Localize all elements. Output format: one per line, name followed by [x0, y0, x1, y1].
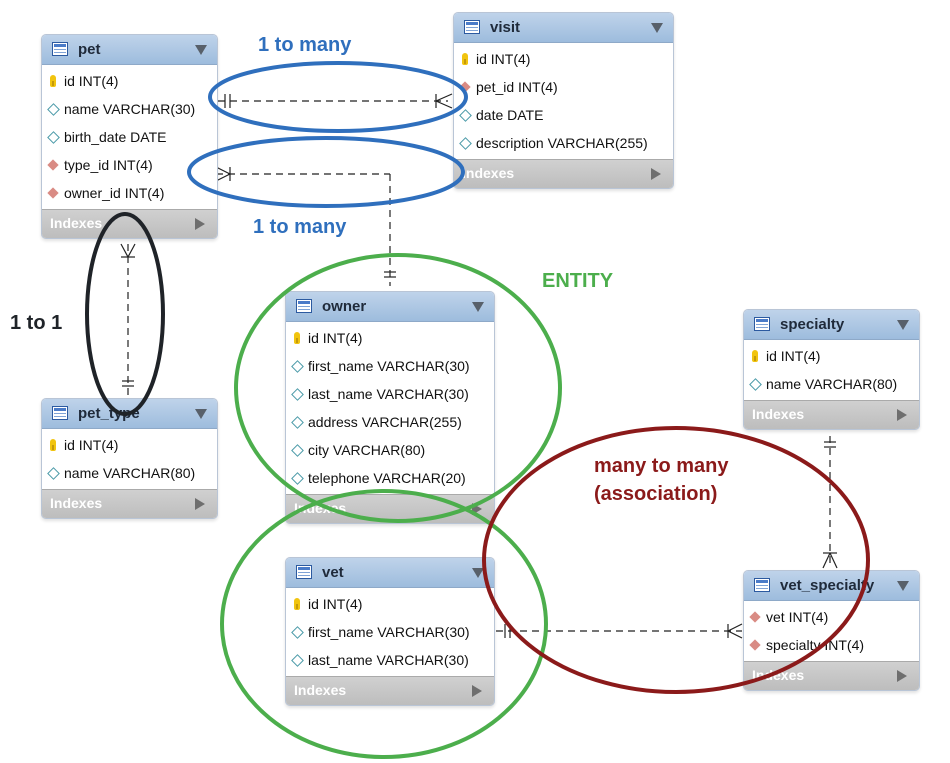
column-row[interactable]: telephone VARCHAR(20): [286, 464, 494, 492]
primary-key-icon: [50, 75, 56, 87]
table-name: pet: [78, 41, 101, 58]
column-row[interactable]: id INT(4): [286, 590, 494, 618]
chevron-down-icon[interactable]: [897, 581, 909, 591]
column-row[interactable]: specialty INT(4): [744, 631, 919, 659]
table-icon: [754, 317, 770, 331]
column-row[interactable]: name VARCHAR(80): [744, 370, 919, 398]
chevron-right-icon[interactable]: [472, 503, 482, 515]
label-one-to-many-mid: 1 to many: [253, 216, 347, 238]
column-row[interactable]: last_name VARCHAR(30): [286, 380, 494, 408]
table-pet[interactable]: pet id INT(4) name VARCHAR(30) birth_dat…: [41, 34, 218, 239]
table-owner[interactable]: owner id INT(4) first_name VARCHAR(30) l…: [285, 291, 495, 524]
table-pet-type[interactable]: pet_type id INT(4) name VARCHAR(80) Inde…: [41, 398, 218, 519]
column-row[interactable]: city VARCHAR(80): [286, 436, 494, 464]
ellipse-pet-visit: [208, 61, 468, 133]
table-icon: [296, 565, 312, 579]
table-icon: [52, 42, 68, 56]
indexes-section[interactable]: Indexes: [42, 489, 217, 518]
table-specialty[interactable]: specialty id INT(4) name VARCHAR(80) Ind…: [743, 309, 920, 430]
column-row[interactable]: type_id INT(4): [42, 151, 217, 179]
table-icon: [296, 299, 312, 313]
column-row[interactable]: vet INT(4): [744, 603, 919, 631]
chevron-down-icon[interactable]: [897, 320, 909, 330]
column-row[interactable]: name VARCHAR(30): [42, 95, 217, 123]
label-association: (association): [594, 483, 718, 505]
label-entity: ENTITY: [542, 270, 614, 292]
table-header[interactable]: vet: [286, 558, 494, 588]
column-row[interactable]: owner_id INT(4): [42, 179, 217, 207]
chevron-right-icon[interactable]: [897, 670, 907, 682]
column-row[interactable]: description VARCHAR(255): [454, 129, 673, 157]
primary-key-icon: [752, 350, 758, 362]
table-header[interactable]: visit: [454, 13, 673, 43]
table-header[interactable]: owner: [286, 292, 494, 322]
ellipse-vet-entity: [220, 489, 548, 759]
table-header[interactable]: vet_specialty: [744, 571, 919, 601]
ellipse-pet-owner: [187, 136, 465, 208]
label-one-to-one: 1 to 1: [10, 312, 63, 334]
label-many-to-many: many to many: [594, 455, 729, 477]
column-row[interactable]: first_name VARCHAR(30): [286, 352, 494, 380]
table-name: vet: [322, 564, 344, 581]
table-name: pet_type: [78, 405, 140, 422]
chevron-down-icon[interactable]: [651, 23, 663, 33]
table-visit[interactable]: visit id INT(4) pet_id INT(4) date DATE …: [453, 12, 674, 189]
indexes-section[interactable]: Indexes: [42, 209, 217, 238]
chevron-down-icon[interactable]: [472, 568, 484, 578]
ellipse-owner-entity: [234, 253, 562, 523]
column-row[interactable]: birth_date DATE: [42, 123, 217, 151]
indexes-section[interactable]: Indexes: [454, 159, 673, 188]
label-one-to-many-top: 1 to many: [258, 34, 352, 56]
table-name: specialty: [780, 316, 845, 333]
column-row[interactable]: name VARCHAR(80): [42, 459, 217, 487]
table-icon: [464, 20, 480, 34]
chevron-right-icon[interactable]: [897, 409, 907, 421]
chevron-right-icon[interactable]: [195, 498, 205, 510]
chevron-right-icon[interactable]: [195, 218, 205, 230]
primary-key-icon: [50, 439, 56, 451]
indexes-section[interactable]: Indexes: [744, 400, 919, 429]
ellipse-pet-pettype: [85, 212, 165, 416]
chevron-down-icon[interactable]: [472, 302, 484, 312]
table-header[interactable]: pet: [42, 35, 217, 65]
table-header[interactable]: specialty: [744, 310, 919, 340]
table-icon: [52, 406, 68, 420]
column-row[interactable]: id INT(4): [42, 431, 217, 459]
column-row[interactable]: id INT(4): [744, 342, 919, 370]
table-vet[interactable]: vet id INT(4) first_name VARCHAR(30) las…: [285, 557, 495, 706]
table-icon: [754, 578, 770, 592]
column-row[interactable]: id INT(4): [286, 324, 494, 352]
column-row[interactable]: id INT(4): [454, 45, 673, 73]
chevron-down-icon[interactable]: [195, 409, 207, 419]
column-row[interactable]: date DATE: [454, 101, 673, 129]
primary-key-icon: [294, 598, 300, 610]
table-name: owner: [322, 298, 367, 315]
primary-key-icon: [294, 332, 300, 344]
indexes-section[interactable]: Indexes: [286, 494, 494, 523]
indexes-section[interactable]: Indexes: [286, 676, 494, 705]
column-row[interactable]: address VARCHAR(255): [286, 408, 494, 436]
ellipse-association: [482, 426, 870, 694]
column-row[interactable]: first_name VARCHAR(30): [286, 618, 494, 646]
chevron-right-icon[interactable]: [651, 168, 661, 180]
chevron-down-icon[interactable]: [195, 45, 207, 55]
table-name: visit: [490, 19, 521, 36]
column-row[interactable]: id INT(4): [42, 67, 217, 95]
table-name: vet_specialty: [780, 577, 875, 594]
column-row[interactable]: last_name VARCHAR(30): [286, 646, 494, 674]
chevron-right-icon[interactable]: [472, 685, 482, 697]
column-row[interactable]: pet_id INT(4): [454, 73, 673, 101]
primary-key-icon: [462, 53, 468, 65]
